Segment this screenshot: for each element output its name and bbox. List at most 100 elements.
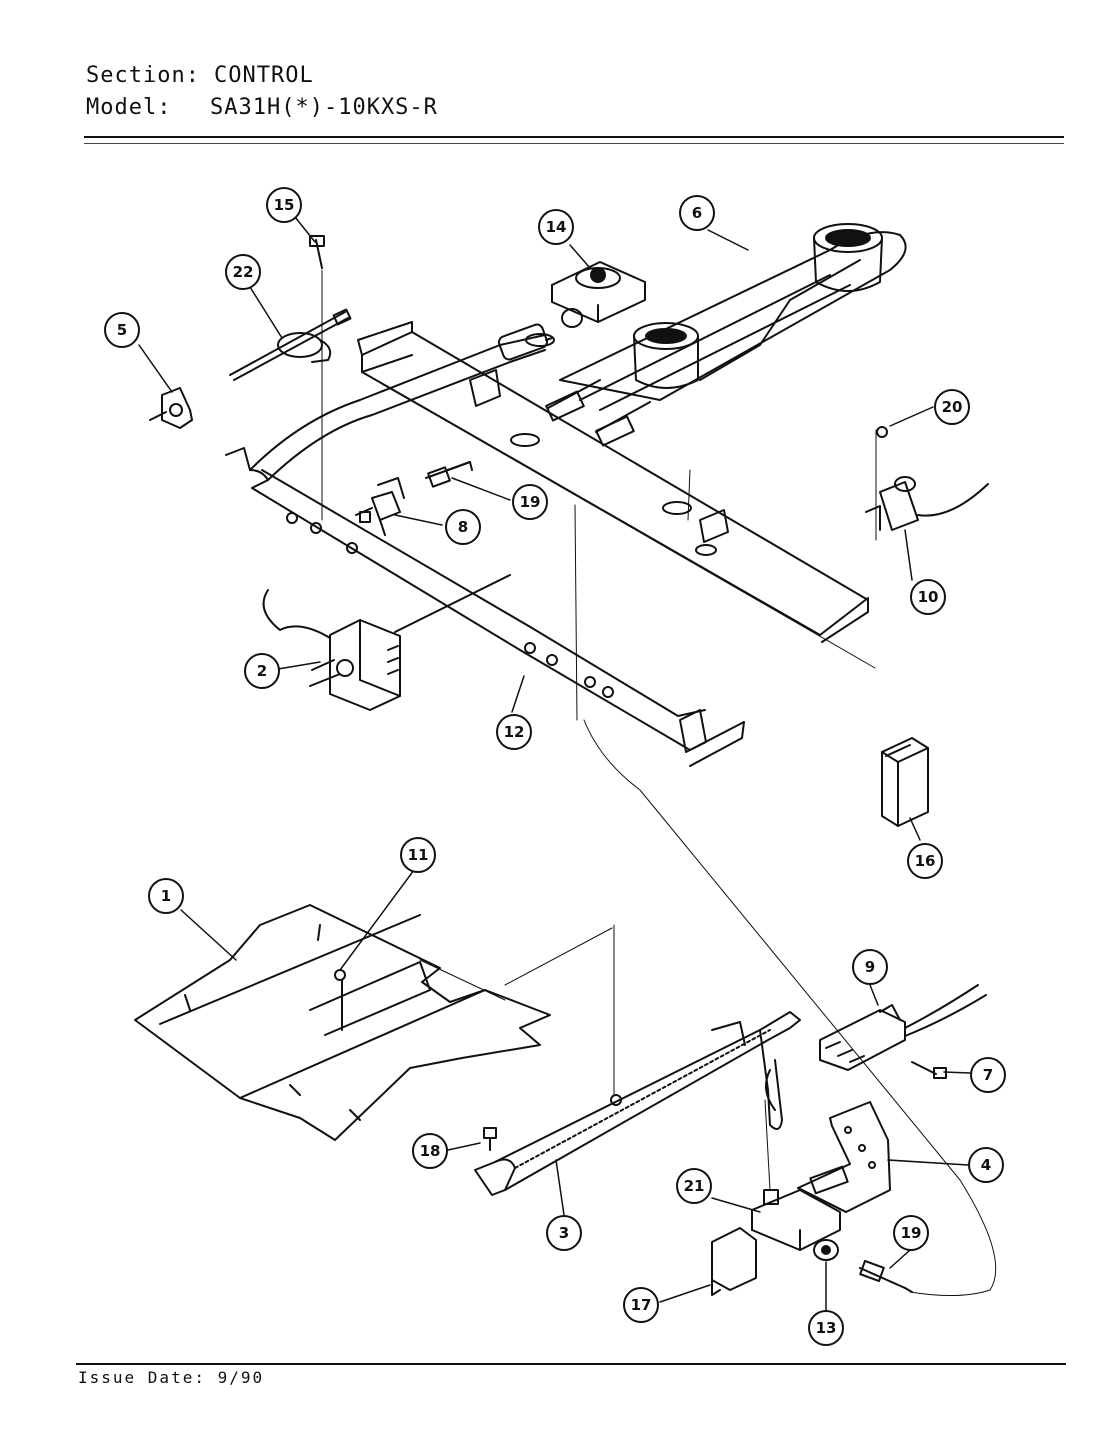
callout-11: 11	[400, 837, 436, 873]
orifice-holder	[551, 261, 646, 328]
callout-18-label: 18	[420, 1142, 441, 1160]
leader-lines	[138, 216, 971, 1311]
callout-16-label: 16	[915, 852, 936, 870]
callout-8-label: 8	[458, 518, 468, 536]
callout-14: 14	[538, 209, 574, 245]
callout-4-label: 4	[981, 1156, 991, 1174]
callout-7: 7	[970, 1057, 1006, 1093]
tube-3	[474, 1011, 801, 1196]
manifold-pipe	[225, 323, 745, 767]
section-value: CONTROL	[213, 63, 314, 88]
heat-shield-1	[134, 904, 551, 1141]
page-header: Section: CONTROL Model: SA31H(*)-10KXS-R	[86, 60, 438, 124]
callout-11-circle	[400, 837, 436, 873]
callout-2-label: 2	[257, 662, 267, 680]
callout-10: 10	[910, 579, 946, 615]
module-16	[881, 737, 929, 827]
burner-assembly	[545, 223, 907, 447]
callout-5-label: 5	[117, 321, 127, 339]
screw-7	[911, 1061, 947, 1079]
callout-8: 8	[445, 509, 481, 545]
callout-12-label: 12	[504, 723, 525, 741]
callout-20: 20	[934, 389, 970, 425]
callout-19a-circle	[512, 484, 548, 520]
callout-17: 17	[623, 1287, 659, 1323]
callout-16: 16	[907, 843, 943, 879]
section-label: Section:	[86, 63, 200, 88]
callout-19a-label: 19	[520, 493, 541, 511]
fitting-13	[813, 1239, 839, 1261]
callout-15-circle	[266, 187, 302, 223]
callout-1-label: 1	[161, 887, 171, 905]
callout-19a: 19	[512, 484, 548, 520]
callout-20-circle	[934, 389, 970, 425]
callout-5: 5	[104, 312, 140, 348]
connection-lines	[321, 269, 997, 1297]
callout-21-circle	[676, 1168, 712, 1204]
callout-1: 1	[148, 878, 184, 914]
callout-10-circle	[910, 579, 946, 615]
callout-4: 4	[968, 1147, 1004, 1183]
header-rule-thin	[84, 143, 1064, 144]
thermostat-2	[262, 574, 511, 711]
header-rule	[84, 136, 1064, 138]
screw-18	[483, 1127, 497, 1151]
issue-date-value: 9/90	[217, 1368, 265, 1387]
callout-4-circle	[968, 1147, 1004, 1183]
callout-14-circle	[538, 209, 574, 245]
issue-date-label: Issue Date:	[78, 1368, 206, 1387]
callout-9-circle	[852, 949, 888, 985]
callout-16-circle	[907, 843, 943, 879]
callout-9-label: 9	[865, 958, 875, 976]
model-value: SA31H(*)-10KXS-R	[210, 95, 438, 120]
bracket-17	[711, 1227, 757, 1296]
callout-6-label: 6	[692, 204, 702, 222]
callout-19b-circle	[893, 1215, 929, 1251]
callout-18: 18	[412, 1133, 448, 1169]
valve-21	[751, 1189, 841, 1251]
callout-20-label: 20	[942, 398, 963, 416]
callout-15-label: 15	[274, 196, 295, 214]
callout-3: 3	[546, 1215, 582, 1251]
callout-12: 12	[496, 714, 532, 750]
callout-13: 13	[808, 1310, 844, 1346]
page-footer: Issue Date: 9/90	[78, 1368, 264, 1387]
callout-13-circle	[808, 1310, 844, 1346]
callout-6-circle	[679, 195, 715, 231]
footer-rule	[76, 1363, 1066, 1365]
callout-15: 15	[266, 187, 302, 223]
orifice-19-upper	[425, 461, 473, 488]
section-row: Section: CONTROL	[86, 60, 438, 92]
model-label: Model:	[86, 95, 172, 120]
callout-14-label: 14	[546, 218, 567, 236]
igniter-bracket-10	[865, 426, 989, 531]
valve-8	[355, 477, 405, 536]
callout-18-circle	[412, 1133, 448, 1169]
callout-13-label: 13	[816, 1319, 837, 1337]
callout-9: 9	[852, 949, 888, 985]
callout-19b: 19	[893, 1215, 929, 1251]
callout-17-label: 17	[631, 1296, 652, 1314]
callout-22-circle	[225, 254, 261, 290]
callout-8-circle	[445, 509, 481, 545]
bracket-4	[797, 1101, 891, 1213]
rear-frame-panel	[357, 321, 869, 643]
orifice-19-lower	[859, 1260, 913, 1293]
callout-19b-label: 19	[901, 1224, 922, 1242]
callout-3-label: 3	[559, 1224, 569, 1242]
callout-6: 6	[679, 195, 715, 231]
callout-22-label: 22	[233, 263, 254, 281]
model-row: Model: SA31H(*)-10KXS-R	[86, 92, 438, 124]
callout-1-circle	[148, 878, 184, 914]
callout-7-label: 7	[983, 1066, 993, 1084]
valve-22	[229, 308, 352, 381]
screw-15	[309, 235, 325, 269]
callout-21-label: 21	[684, 1177, 705, 1195]
callout-10-label: 10	[918, 588, 939, 606]
spark-module-9	[819, 984, 987, 1071]
bracket-5	[149, 387, 193, 429]
callout-17-circle	[623, 1287, 659, 1323]
callout-22: 22	[225, 254, 261, 290]
